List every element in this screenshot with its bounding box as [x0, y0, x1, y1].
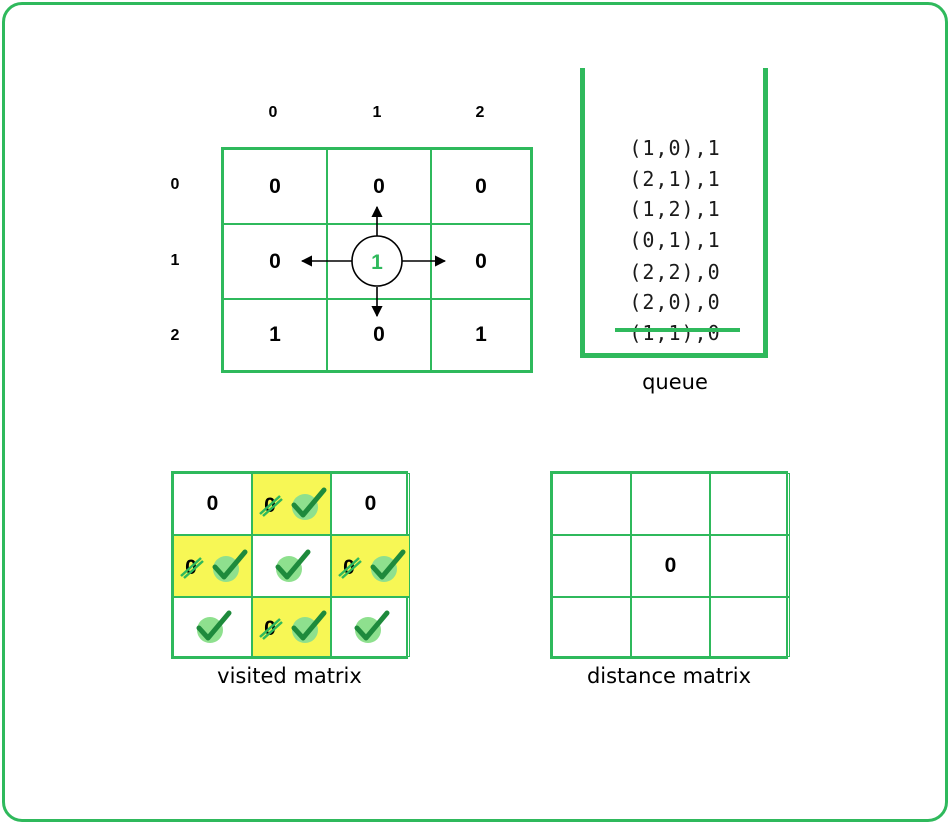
queue-item: (1,2),1 [629, 197, 721, 221]
queue-container: (1,0),1 (2,1),1 (1,2),1 (0,1),1 (2,2),0 … [580, 68, 770, 358]
visited-cell: 0 [331, 473, 410, 535]
check-icon [291, 487, 326, 520]
input-grid: 0 0 0 0 0 1 0 1 [221, 147, 533, 373]
distance-matrix: 0 [550, 471, 790, 659]
strike-stroke [258, 618, 281, 638]
visited-value: 0 [206, 492, 219, 515]
queue-item: (2,2),0 [629, 260, 721, 284]
current-cell-value: 1 [371, 251, 383, 274]
check-icon [196, 610, 231, 643]
struck-zero-icon: 0 [258, 494, 283, 517]
grid-cell: 0 [327, 299, 431, 371]
visited-cell [173, 597, 252, 657]
queue-label: queue [642, 370, 708, 394]
struck-zero-icon: 0 [179, 556, 204, 579]
distance-cell [552, 473, 631, 535]
distance-cell [631, 597, 710, 657]
check-mark [291, 610, 326, 641]
row-label-2: 2 [170, 327, 180, 344]
queue-item: (0,1),1 [629, 228, 721, 252]
strike-stroke [337, 557, 360, 577]
visited-cell: 0 [173, 535, 252, 597]
check-icon [212, 549, 247, 582]
check-icon [275, 549, 310, 582]
strike-stroke [261, 621, 283, 640]
distance-cell [631, 473, 710, 535]
check-mark [354, 610, 389, 641]
strike-stroke [261, 498, 283, 517]
distance-cell: 0 [631, 535, 710, 597]
neighbor-arrows: 1 [300, 205, 447, 318]
check-mark [212, 549, 247, 580]
grid-cell: 1 [223, 299, 327, 371]
check-icon [370, 549, 405, 582]
check-mark [370, 549, 405, 580]
queue-item-removed: (1,1),0 [629, 321, 721, 345]
visited-cell: 0 [173, 473, 252, 535]
distance-cell [552, 597, 631, 657]
row-label-1: 1 [170, 252, 180, 269]
check-mark [275, 549, 310, 580]
check-icon [291, 610, 326, 643]
row-label-0: 0 [170, 176, 180, 193]
visited-matrix: 0 0 0 0 0 0 [171, 471, 410, 659]
grid-cell: 0 [327, 149, 431, 224]
col-label-2: 2 [475, 104, 485, 121]
grid-cell: 0 [223, 149, 327, 224]
queue-strike-line [615, 328, 740, 332]
grid-cell: 0 [431, 149, 531, 224]
struck-zero-icon: 0 [337, 556, 362, 579]
strike-stroke [340, 560, 362, 579]
queue-wall-left [580, 68, 585, 358]
visited-value: 0 [364, 492, 377, 515]
distance-cell [710, 597, 790, 657]
struck-zero-icon: 0 [258, 617, 283, 640]
distance-cell [710, 535, 790, 597]
visited-cell: 0 [252, 473, 331, 535]
queue-wall-right [763, 68, 768, 358]
col-label-1: 1 [372, 104, 382, 121]
strike-stroke [258, 495, 281, 515]
queue-wall-bottom [580, 353, 768, 358]
visited-cell: 0 [252, 597, 331, 657]
strike-stroke [179, 557, 202, 577]
visited-cell [331, 597, 410, 657]
queue-item: (1,0),1 [629, 136, 721, 160]
visited-matrix-label: visited matrix [217, 664, 362, 688]
queue-item: (2,0),0 [629, 290, 721, 314]
queue-item: (2,1),1 [629, 167, 721, 191]
check-mark [291, 487, 326, 518]
visited-cell: 0 [331, 535, 410, 597]
check-icon [354, 610, 389, 643]
check-mark [196, 610, 231, 641]
col-label-0: 0 [268, 104, 278, 121]
distance-cell [710, 473, 790, 535]
visited-cell [252, 535, 331, 597]
distance-cell [552, 535, 631, 597]
strike-stroke [182, 560, 204, 579]
current-cell-circle [351, 235, 403, 287]
distance-matrix-label: distance matrix [586, 664, 752, 688]
grid-cell: 1 [431, 299, 531, 371]
